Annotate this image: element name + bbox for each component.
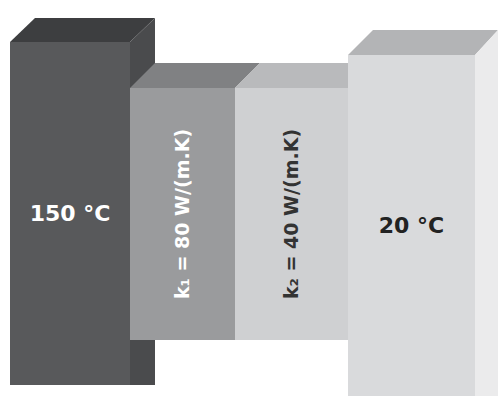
temperature-label: 150 °C [30,201,111,226]
conductivity-label: k₁ = 80 W/(m.K) [172,129,194,299]
conductor-slab: k₁ = 80 W/(m.K) [130,88,235,340]
temperature-label: 20 °C [379,213,444,238]
hot-block: 150 °C [10,42,130,385]
conductivity-label: k₂ = 40 W/(m.K) [281,129,303,299]
cold-block: 20 °C [348,55,475,396]
block-top [348,30,498,55]
conductor-slab: k₂ = 40 W/(m.K) [235,88,348,340]
block-top [10,18,155,42]
block-side [475,30,498,396]
